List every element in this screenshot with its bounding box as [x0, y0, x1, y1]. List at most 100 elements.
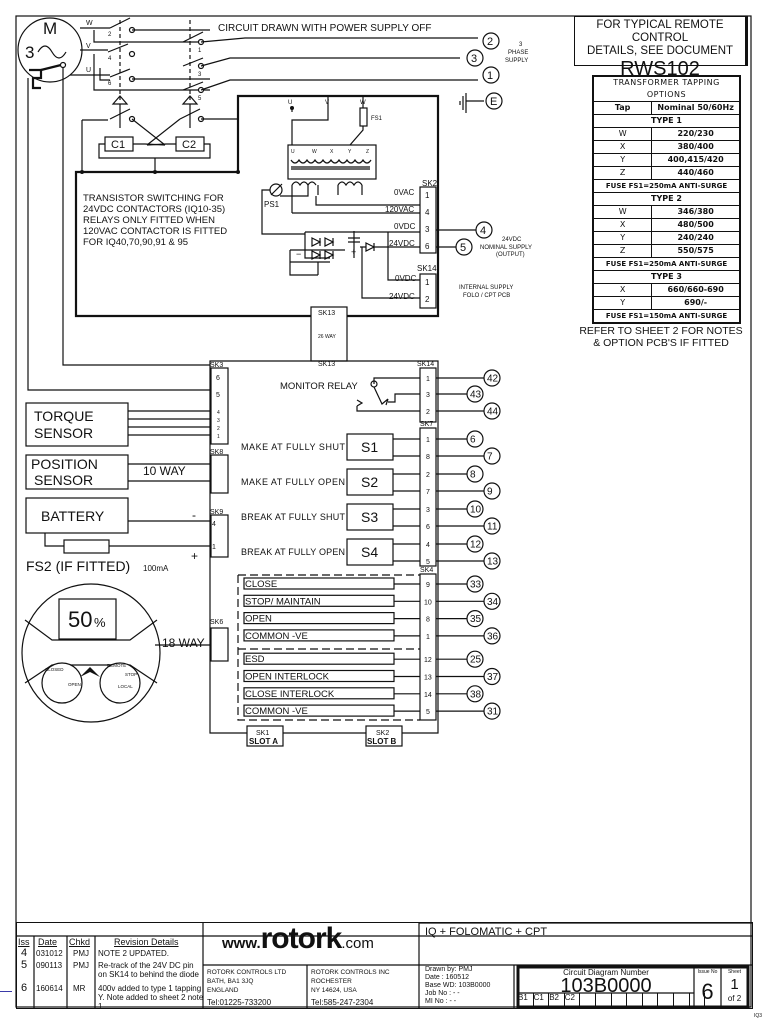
svg-text:SK13: SK13	[318, 310, 335, 317]
type-header: TYPE 3	[592, 270, 741, 284]
svg-text:5: 5	[426, 559, 430, 566]
svg-text:S3: S3	[361, 509, 378, 525]
svg-text:CLOSE: CLOSE	[245, 579, 277, 590]
switch-label: BREAK AT FULLY OPEN	[241, 547, 345, 557]
svg-text:18 WAY: 18 WAY	[162, 636, 205, 650]
svg-text:0VDC: 0VDC	[395, 274, 417, 283]
terminal-38: 38	[466, 685, 484, 703]
grid-cell	[690, 993, 706, 1006]
svg-text:24VDC: 24VDC	[389, 292, 415, 301]
svg-text:12: 12	[424, 657, 432, 664]
grid-cell: C2	[565, 993, 581, 1006]
svg-text:9: 9	[426, 582, 430, 589]
svg-text:(OUTPUT): (OUTPUT)	[496, 252, 525, 258]
svg-text:3: 3	[425, 225, 430, 234]
svg-text:24VDC: 24VDC	[502, 237, 522, 243]
sk2-connector	[419, 186, 437, 254]
svg-text:1: 1	[426, 634, 430, 641]
svg-text:SUPPLY: SUPPLY	[505, 58, 528, 64]
title-block: Iss Date Chkd Revision Details 4 031012 …	[16, 922, 753, 1011]
svg-text:44: 44	[487, 407, 499, 418]
contactor-block: 2 1 4 3 6 5 C1 C2	[80, 17, 240, 174]
svg-text:SK13: SK13	[318, 361, 335, 368]
svg-text:−: −	[296, 249, 301, 259]
svg-text:3: 3	[426, 507, 430, 514]
svg-text:SENSOR: SENSOR	[34, 472, 93, 488]
svg-text:1: 1	[198, 48, 202, 54]
terminal-43: 43	[466, 385, 484, 403]
tap-cell: X	[592, 218, 653, 232]
svg-text:35: 35	[470, 614, 482, 625]
tap-cell: Y	[592, 153, 653, 167]
svg-text:5: 5	[426, 709, 430, 716]
svg-text:36: 36	[487, 631, 499, 642]
display-value: 50	[68, 607, 92, 632]
switch-label: MAKE AT FULLY OPEN	[241, 477, 345, 487]
svg-text:43: 43	[470, 390, 482, 401]
svg-text:120VAC: 120VAC	[385, 205, 414, 214]
tap-cell: X	[592, 283, 653, 297]
fs2-label: FS2 (IF FITTED)	[26, 558, 130, 574]
svg-text:CLOSED: CLOSED	[45, 667, 64, 672]
switch-label: BREAK AT FULLY SHUT	[241, 512, 346, 522]
svg-text:Z: Z	[366, 149, 369, 155]
svg-text:U: U	[291, 149, 295, 155]
supply-terminal-3: 3	[466, 49, 484, 67]
svg-text:4: 4	[212, 521, 216, 528]
sk9-connector	[210, 514, 229, 558]
svg-text:STOP: STOP	[125, 672, 137, 677]
switch-s3	[346, 503, 394, 531]
svg-text:5: 5	[198, 96, 202, 102]
svg-text:S2: S2	[361, 474, 378, 490]
revision-row: 5 090113 PMJ Re-track of the 24V DC pin …	[21, 959, 199, 980]
voltage-cell: 346/380	[651, 205, 741, 219]
svg-text:100mA: 100mA	[143, 564, 169, 573]
voltage-cell: 660/660-690	[651, 283, 741, 297]
tap-cell: Z	[592, 166, 653, 180]
svg-text:7: 7	[426, 489, 430, 496]
grid-cell: C1	[534, 993, 550, 1006]
svg-text:SK3: SK3	[210, 362, 223, 369]
svg-text:SLOT B: SLOT B	[367, 737, 397, 746]
svg-text:4: 4	[108, 56, 112, 62]
grid-cell	[674, 993, 690, 1006]
fuse-fs1	[359, 107, 368, 127]
voltage-cell: 380/400	[651, 140, 741, 154]
tap-cell: Z	[592, 244, 653, 258]
supply-terminal-2: 2	[482, 32, 500, 50]
rev-header-iss: Iss	[18, 937, 30, 947]
remote-stop-local-knob	[99, 662, 141, 704]
svg-text:OPEN INTERLOCK: OPEN INTERLOCK	[245, 672, 330, 683]
switch-s1	[346, 433, 394, 461]
fuse-row: FUSE FS1=250mA ANTI-SURGE	[592, 179, 741, 193]
sk8-connector	[210, 454, 229, 494]
diagram-number: 103B0000	[560, 975, 652, 997]
svg-text:%: %	[94, 615, 106, 630]
fuse-row: FUSE FS1=150mA ANTI-SURGE	[592, 309, 741, 324]
svg-text:PS1: PS1	[264, 200, 280, 209]
voltage-cell: 690/-	[651, 296, 741, 310]
motor-symbol: M 3	[17, 17, 83, 90]
terminal-12: 12	[466, 535, 484, 553]
motor-terminal-u: U	[86, 67, 91, 74]
svg-text:120VAC CONTACTOR IS FITTED: 120VAC CONTACTOR IS FITTED	[83, 226, 227, 237]
margin-mark	[0, 991, 12, 992]
voltage-cell: 220/230	[651, 127, 741, 141]
svg-text:3: 3	[198, 72, 202, 78]
header-note: CIRCUIT DRAWN WITH POWER SUPPLY OFF	[218, 23, 432, 34]
svg-text:SK14: SK14	[417, 361, 434, 368]
table-title: TRANSFORMER TAPPING OPTIONS	[592, 75, 741, 102]
product-title: IQ + FOLOMATIC + CPT	[425, 926, 548, 938]
svg-text:ESD: ESD	[245, 654, 265, 665]
refer-note: REFER TO SHEET 2 FOR NOTES & OPTION PCB'…	[579, 325, 743, 349]
tap-cell: W	[592, 205, 653, 219]
svg-text:3: 3	[471, 53, 477, 65]
main-pcb	[209, 360, 439, 734]
svg-text:COMMON -VE: COMMON -VE	[245, 631, 308, 642]
terminal-31: 31	[483, 702, 501, 720]
svg-text:RELAYS ONLY FITTED WHEN: RELAYS ONLY FITTED WHEN	[83, 215, 215, 226]
svg-text:SK4: SK4	[420, 567, 433, 574]
grid-cell: B2	[549, 993, 565, 1006]
